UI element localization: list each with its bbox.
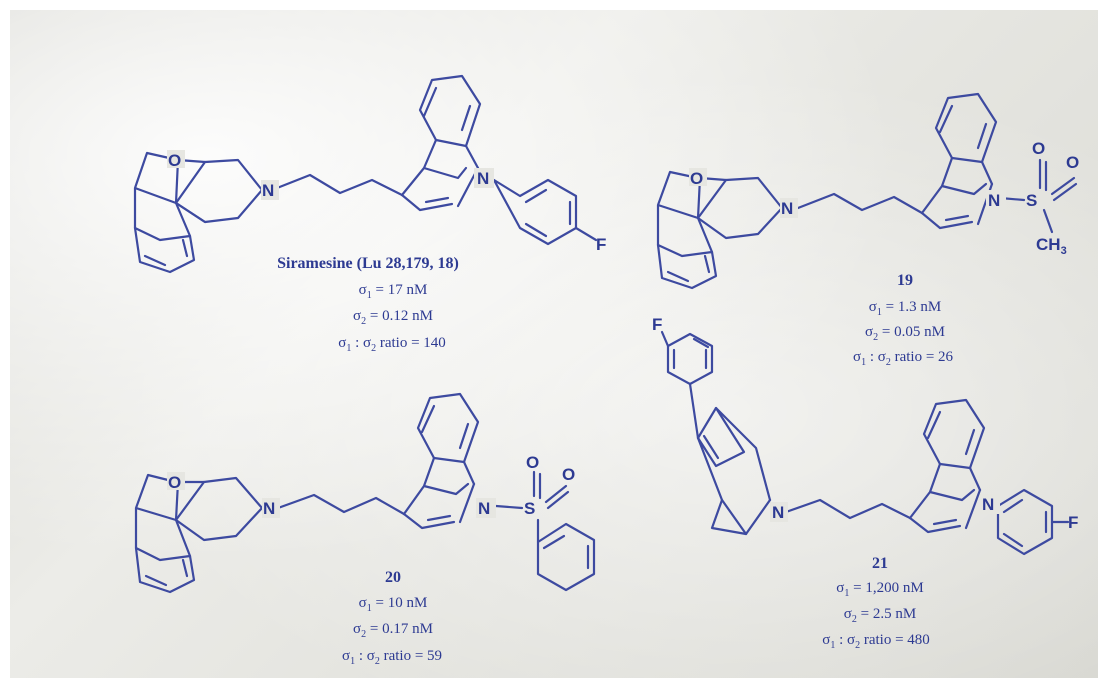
oxygen-atom: O [168,151,181,170]
sigma2-value: σ2 = 0.17 nM [353,621,433,640]
nitrogen-atom: N [772,503,784,522]
nitrogen-atom: N [262,181,274,200]
sigma-ratio: σ1 : σ2 ratio = 26 [853,349,954,368]
oxygen-atom: O [1066,153,1079,172]
structure-21: F N N F [652,315,1078,556]
oxygen-atom: O [526,453,539,472]
compound-label-20: 20 [385,569,401,586]
oxygen-atom: O [1032,139,1045,158]
nitrogen-atom: N [478,499,490,518]
sulfur-atom: S [1026,191,1037,210]
sigma-ratio: σ1 : σ2 ratio = 140 [338,335,446,354]
indole [400,74,482,212]
methyl-group: CH3 [1036,235,1067,257]
sigma-ratio: σ1 : σ2 ratio = 480 [822,632,930,651]
fluorophenyl [492,178,598,246]
compound-label-siramesine: Siramesine (Lu 28,179, 18) [277,255,459,272]
structure-19: O N N S O O CH3 [656,92,1079,290]
structure-20: O N N S O O [134,392,596,594]
sigma-ratio: σ1 : σ2 ratio = 59 [342,648,442,667]
nitrogen-atom: N [781,199,793,218]
oxygen-atom: O [690,169,703,188]
compound-label-19: 19 [897,272,913,289]
sigma1-value: σ1 = 17 nM [359,282,428,301]
oxygen-atom: O [168,473,181,492]
sigma1-value: σ1 = 10 nM [359,595,428,614]
oxygen-atom: O [562,465,575,484]
sigma2-value: σ2 = 0.05 nM [865,324,945,343]
sigma2-value: σ2 = 2.5 nM [844,606,916,625]
butyl-linker [270,173,404,197]
nitrogen-atom: N [477,169,489,188]
piperidine-ring [174,158,264,224]
structure-siramesine: O N N F [133,74,606,274]
sigma2-value: σ2 = 0.12 nM [353,308,433,327]
nitrogen-atom: N [988,191,1000,210]
sigma1-value: σ1 = 1.3 nM [869,299,941,318]
sigma1-value: σ1 = 1,200 nM [836,580,923,599]
fluorine-atom: F [652,315,662,334]
sulfur-atom: S [524,499,535,518]
compound-label-21: 21 [872,555,888,572]
nitrogen-atom: N [263,499,275,518]
fluorine-atom: F [1068,513,1078,532]
fluorine-atom: F [596,235,606,254]
nitrogen-atom: N [982,495,994,514]
spiro-isobenzofuran [133,151,196,274]
